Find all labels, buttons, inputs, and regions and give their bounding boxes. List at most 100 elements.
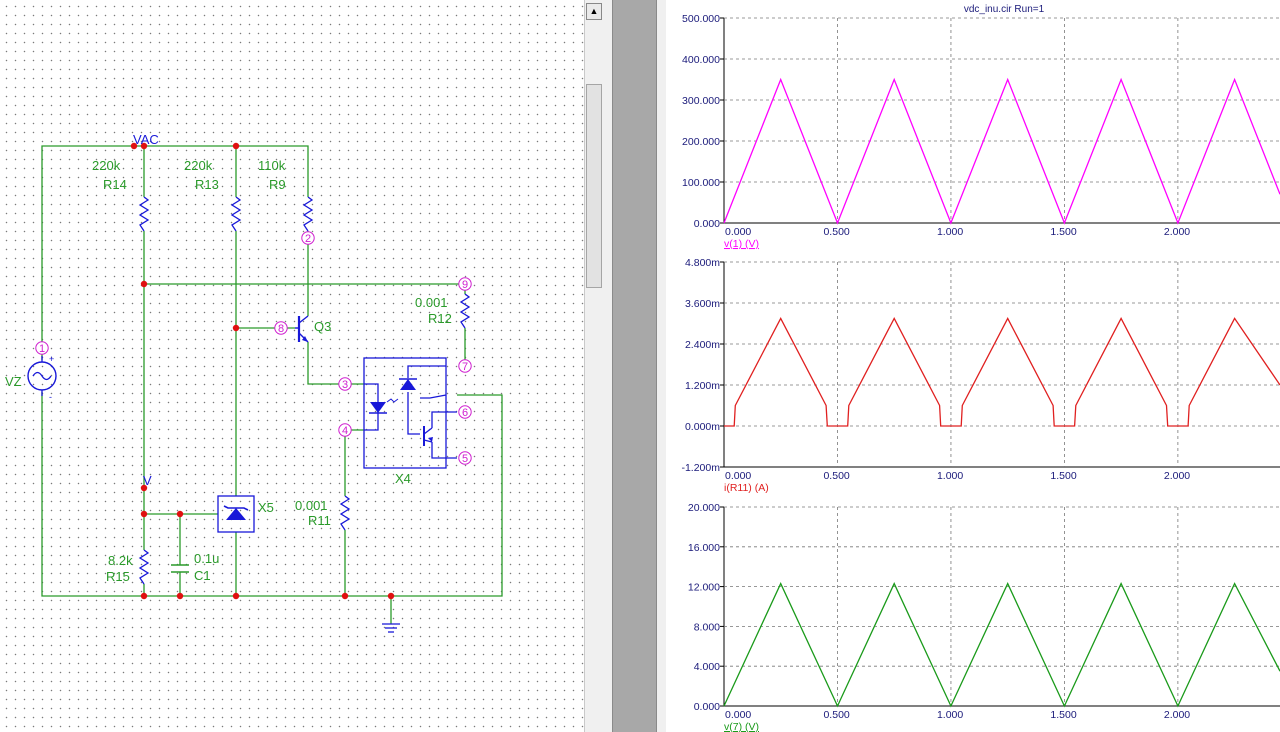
r12-value: 0.001 <box>415 295 448 310</box>
node-label: 3 <box>342 379 348 391</box>
npn-transistor-icon[interactable] <box>295 315 309 343</box>
resistors <box>138 196 471 585</box>
led-icon <box>369 402 387 414</box>
resistor-icon[interactable] <box>459 293 471 329</box>
x4-ref: X4 <box>395 471 411 486</box>
x-tick-label: 2.000 <box>1164 226 1190 238</box>
net-label-vac: VAC <box>133 132 159 147</box>
y-tick-label: 400.000 <box>682 54 720 66</box>
y-tick-label: 200.000 <box>682 136 720 148</box>
trace-label[interactable]: i(R11) (A) <box>724 482 769 494</box>
node-markers <box>35 231 472 465</box>
c1-value: 0.1u <box>194 551 219 566</box>
r15-ref: R15 <box>106 569 130 584</box>
trace-label[interactable]: v(1) (V) <box>724 238 759 250</box>
wire <box>344 429 364 496</box>
y-tick-label: 16.000 <box>688 542 720 554</box>
node-label: 4 <box>342 425 348 437</box>
y-tick-label: 0.000 <box>694 701 720 713</box>
scrollbar-thumb[interactable] <box>586 84 602 288</box>
r14-ref: R14 <box>103 177 127 192</box>
trace-line-3[interactable] <box>723 582 1280 708</box>
c1-ref: C1 <box>194 568 211 583</box>
trace-line-1[interactable] <box>723 77 1280 225</box>
r11-ref: R11 <box>308 513 331 528</box>
ground-icon <box>382 623 400 633</box>
y-tick-label: 1.200m <box>685 380 720 392</box>
x-tick-label: 2.000 <box>1164 709 1190 721</box>
r9-value: 110k <box>258 158 286 173</box>
x-tick-label: 0.500 <box>823 470 849 482</box>
node-label: 8 <box>278 323 284 335</box>
zener-diode-icon[interactable] <box>217 495 255 533</box>
vertical-scrollbar[interactable]: ▲ <box>584 0 603 732</box>
pane-splitter[interactable] <box>602 0 612 732</box>
net-label-v: V <box>143 473 152 488</box>
x-tick-label: 0.000 <box>725 226 751 238</box>
resistor-icon[interactable] <box>138 196 150 232</box>
r13-value: 220k <box>184 158 213 173</box>
voltage-source-icon[interactable]: + - <box>27 354 57 402</box>
svg-text:-: - <box>49 392 52 402</box>
node-label: 5 <box>462 453 468 465</box>
r9-ref: R9 <box>269 177 286 192</box>
node-label: 2 <box>305 233 311 245</box>
node-label: 9 <box>462 279 468 291</box>
q3-ref: Q3 <box>314 319 331 334</box>
r11-value: 0.001 <box>295 498 328 513</box>
r14-value: 220k <box>92 158 121 173</box>
trace-line-2[interactable] <box>724 316 1280 427</box>
r12-ref: R12 <box>428 311 452 326</box>
wire-top-rail <box>41 145 309 360</box>
resistor-icon[interactable] <box>339 495 351 531</box>
node-label: 6 <box>462 407 468 419</box>
x-tick-label: 1.000 <box>937 709 963 721</box>
resistor-icon[interactable] <box>302 196 314 232</box>
vz-ref: VZ <box>5 374 22 389</box>
y-tick-label: 4.000 <box>694 661 720 673</box>
x5-ref: X5 <box>258 500 274 515</box>
waveform-plot[interactable]: vdc_inu.cir Run=1 0.000 100.000 200.000 300… <box>666 0 1280 732</box>
x-tick-label: 1.000 <box>937 470 963 482</box>
pane-splitter[interactable] <box>656 0 666 732</box>
svg-text:+: + <box>49 354 54 364</box>
pane-divider[interactable] <box>612 0 656 732</box>
y-tick-label: 12.000 <box>688 582 720 594</box>
trace-label[interactable]: v(7) (V) <box>724 721 759 732</box>
y-tick-label: 100.000 <box>682 177 720 189</box>
x-tick-label: 0.000 <box>725 470 751 482</box>
r13-ref: R13 <box>195 177 219 192</box>
x-tick-label: 0.500 <box>823 226 849 238</box>
y-tick-label: 8.000 <box>694 621 720 633</box>
capacitor-icon[interactable] <box>171 564 189 573</box>
x-tick-label: 0.000 <box>725 709 751 721</box>
waveform-plot-pane[interactable]: vdc_inu.cir Run=1 0.000 100.000 200.000 300… <box>666 0 1280 732</box>
x-tick-label: 1.500 <box>1050 226 1076 238</box>
schematic-canvas[interactable]: + - <box>0 0 584 732</box>
resistor-icon[interactable] <box>138 549 150 585</box>
x-tick-label: 1.500 <box>1050 470 1076 482</box>
r15-value: 8.2k <box>108 553 133 568</box>
resistor-icon[interactable] <box>230 196 242 232</box>
node-label: 1 <box>39 343 45 355</box>
x-tick-label: 1.000 <box>937 226 963 238</box>
optocoupler-icon[interactable] <box>363 357 457 469</box>
wire-bottom-rail <box>41 392 503 597</box>
y-tick-label: 300.000 <box>682 95 720 107</box>
x-tick-label: 2.000 <box>1164 470 1190 482</box>
schematic-editor[interactable]: + - <box>0 0 584 732</box>
node-label: 7 <box>462 361 468 373</box>
x-tick-label: 1.500 <box>1050 709 1076 721</box>
plot-title: vdc_inu.cir Run=1 <box>964 4 1045 15</box>
y-tick-label: 0.000 <box>694 218 720 230</box>
y-tick-label: 2.400m <box>685 339 720 351</box>
x-tick-label: 0.500 <box>823 709 849 721</box>
y-tick-label: 3.600m <box>685 298 720 310</box>
junctions <box>130 142 395 600</box>
y-tick-label: 20.000 <box>688 502 720 514</box>
y-tick-label: 4.800m <box>685 257 720 269</box>
y-tick-label: 500.000 <box>682 13 720 25</box>
scroll-up-arrow-icon[interactable]: ▲ <box>586 3 602 20</box>
wire <box>307 342 364 385</box>
y-tick-label: 0.000m <box>685 421 720 433</box>
